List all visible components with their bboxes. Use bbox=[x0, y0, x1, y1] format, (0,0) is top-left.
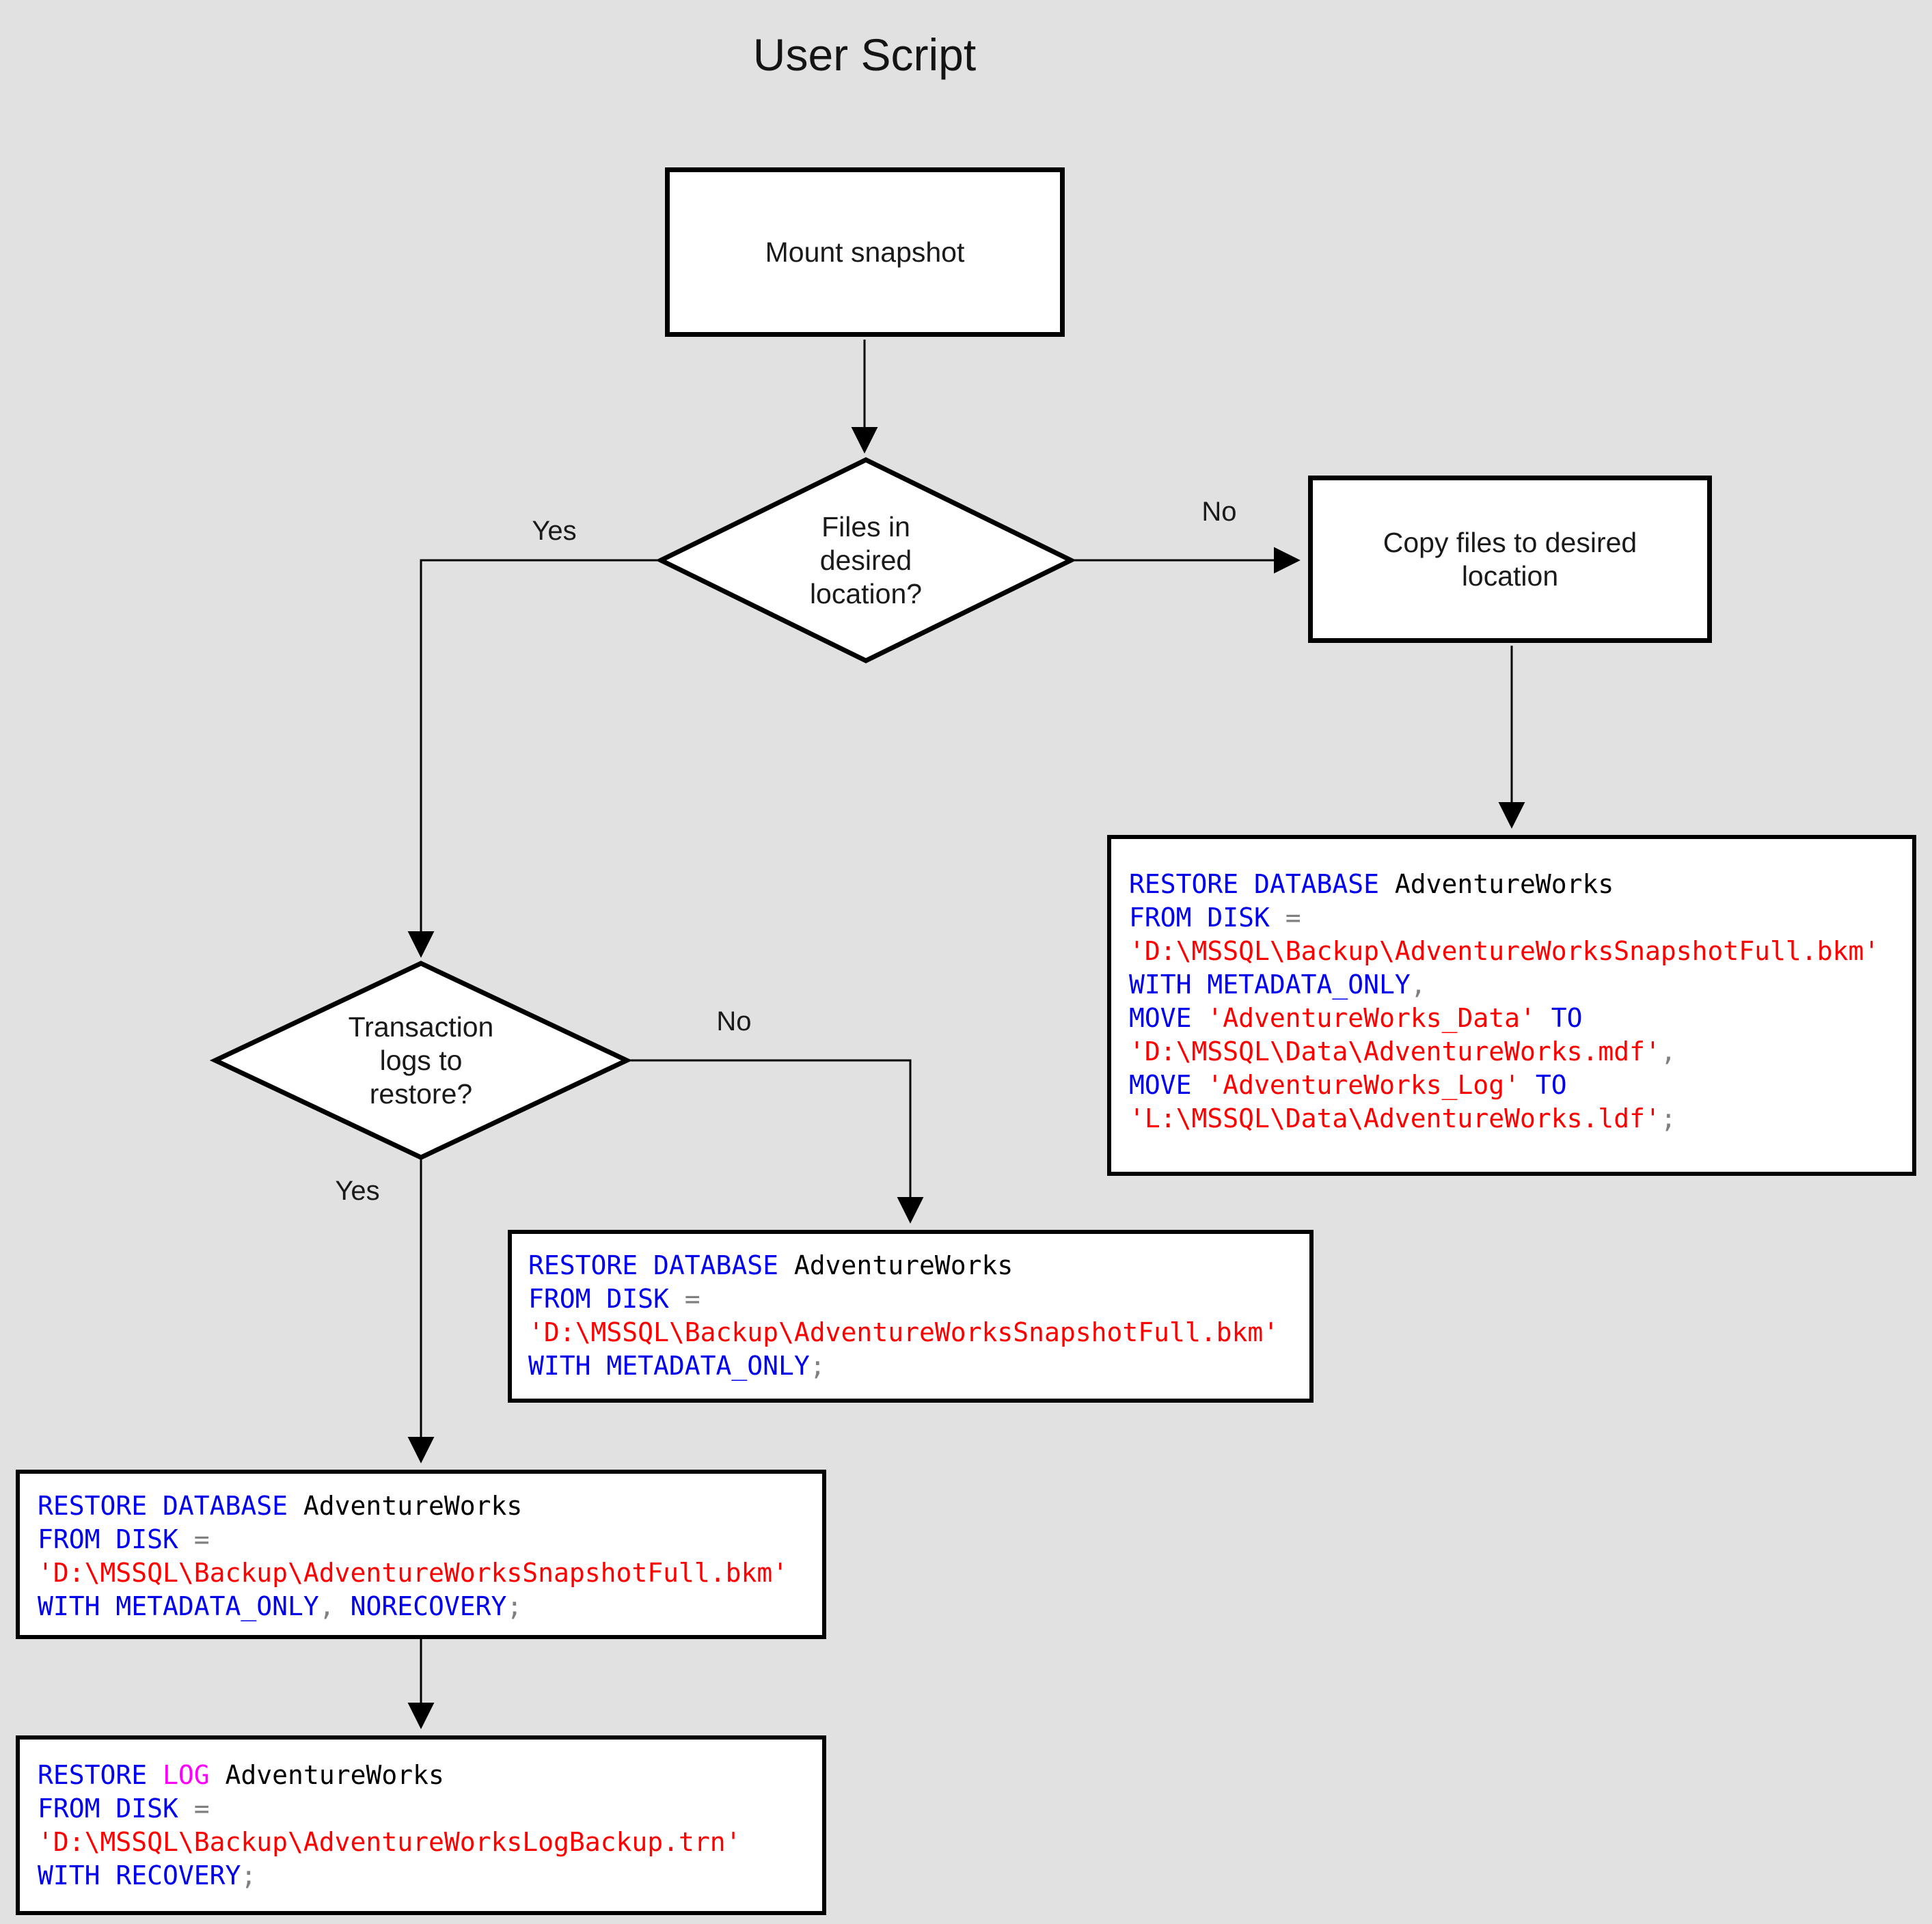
code-line: 'D:\MSSQL\Backup\AdventureWorksSnapshotF… bbox=[1129, 936, 1880, 966]
code-line: FROM DISK = bbox=[528, 1284, 700, 1314]
copy-files-label: Copy files to desired location bbox=[1383, 526, 1637, 592]
logs-decision-label: Transaction logs to restore? bbox=[348, 1011, 494, 1110]
code-line: RESTORE DATABASE AdventureWorks bbox=[1129, 869, 1614, 899]
code-line: WITH METADATA_ONLY; bbox=[528, 1351, 826, 1381]
code-line: MOVE 'AdventureWorks_Log' TO bbox=[1129, 1070, 1567, 1100]
code-line: 'D:\MSSQL\Backup\AdventureWorksSnapshotF… bbox=[528, 1317, 1279, 1347]
code-line: 'D:\MSSQL\Backup\AdventureWorksSnapshotF… bbox=[38, 1558, 789, 1588]
code-line: RESTORE DATABASE AdventureWorks bbox=[528, 1250, 1013, 1280]
page-title: User Script bbox=[752, 29, 977, 80]
logs-no-edge-label: No bbox=[716, 1006, 752, 1036]
files-decision-diamond bbox=[655, 457, 1076, 663]
code-line: 'L:\MSSQL\Data\AdventureWorks.ldf'; bbox=[1129, 1103, 1676, 1133]
logs-decision-diamond bbox=[209, 961, 633, 1160]
code-line: RESTORE LOG AdventureWorks bbox=[38, 1760, 444, 1790]
code-line: MOVE 'AdventureWorks_Data' TO bbox=[1129, 1003, 1583, 1033]
mount-snapshot-label: Mount snapshot bbox=[765, 236, 965, 268]
code-line: WITH METADATA_ONLY, bbox=[1129, 970, 1426, 1000]
files-yes-edge-label: Yes bbox=[532, 516, 577, 546]
copy-files-node: Copy files to desired location bbox=[1308, 476, 1712, 643]
mount-snapshot-node: Mount snapshot bbox=[665, 167, 1065, 337]
edge-files-yes-to-logs-decision bbox=[407, 559, 661, 958]
edge-logs-no-to-nologs-code bbox=[627, 1059, 924, 1224]
files-no-edge-label: No bbox=[1201, 497, 1237, 527]
code-line: FROM DISK = bbox=[38, 1794, 210, 1824]
files-decision-label: Files in desired location? bbox=[809, 510, 923, 609]
code-line: WITH RECOVERY; bbox=[38, 1860, 257, 1891]
code-line: 'D:\MSSQL\Backup\AdventureWorksLogBackup… bbox=[38, 1827, 741, 1857]
code-line: RESTORE DATABASE AdventureWorks bbox=[38, 1491, 523, 1521]
code-line: WITH METADATA_ONLY, NORECOVERY; bbox=[38, 1591, 523, 1621]
code-line: 'D:\MSSQL\Data\AdventureWorks.mdf', bbox=[1129, 1036, 1676, 1067]
code-line: FROM DISK = bbox=[1129, 903, 1301, 933]
logs-yes-edge-label: Yes bbox=[335, 1176, 380, 1206]
code-line: FROM DISK = bbox=[38, 1524, 210, 1554]
